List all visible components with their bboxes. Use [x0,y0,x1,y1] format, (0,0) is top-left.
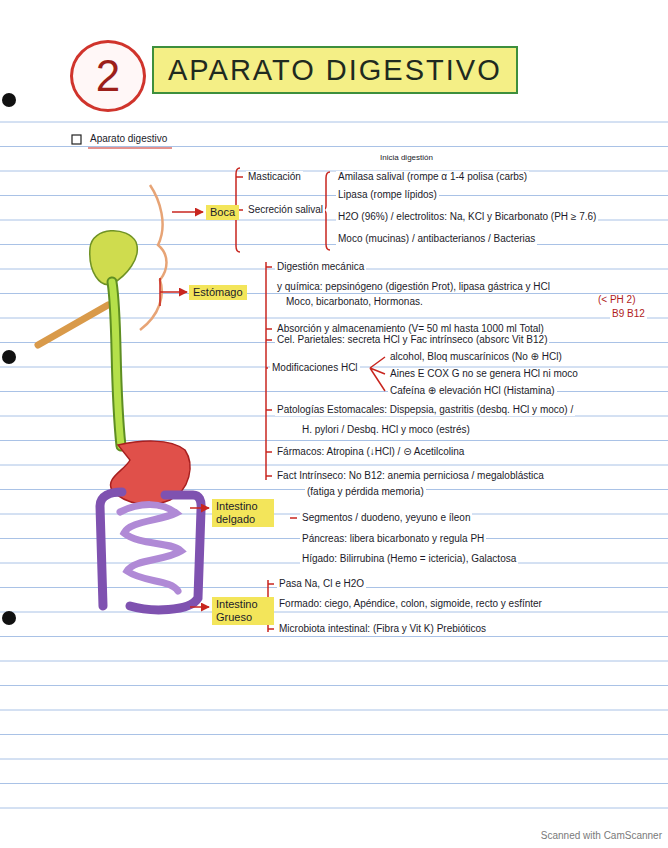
note-text: (< PH 2) [596,294,638,306]
note-text: Hígado: Bilirrubina (Hemo = ictericia), … [300,553,518,565]
organ-highlight: Intestino Grueso [212,597,274,625]
note-text: Masticación [246,171,303,183]
node-text: Boca [210,206,235,219]
node-text: 2 [96,52,120,100]
note-text: Fact Intrínseco: No B12: anemia pernicio… [275,470,546,482]
ruled-line [0,636,668,637]
note-text: (fatiga y pérdida memoria) [305,486,426,498]
note-text: Aparato digestivo [88,133,169,145]
note-text: Microbiota intestinal: (Fibra y Vit K) P… [277,623,488,635]
node-text: Intestino Grueso [216,598,270,624]
note-text: Moco (mucinas) / antibacterianos / Bacte… [336,233,537,245]
ruled-line [0,465,668,466]
ruled-line [0,293,668,294]
note-text: Formado: ciego, Apéndice, colon, sigmoid… [277,598,544,610]
ruled-line [0,612,668,613]
note-text: Amilasa salival (rompe α 1-4 polisa (car… [336,171,529,183]
ruled-line [0,734,668,735]
note-text: Secreción salival [246,204,325,216]
watermark: Scanned with CamScanner [539,830,664,842]
ruled-line [0,195,668,196]
note-text: Digestión mecánica [275,261,366,273]
node-text: Estómago [193,286,243,299]
note-text: Moco, bicarbonato, Hormonas. [284,296,425,308]
note-text: y química: pepsinógeno (digestión Prot),… [275,281,552,293]
note-text: Cel. Parietales: secreta HCl y Fac intrí… [275,334,549,346]
note-text: Fármacos: Atropina (↓HCl) / ⊝ Acetilcoli… [275,446,466,458]
note-text: Modificaciones HCl [270,362,360,374]
ruled-line [0,808,668,809]
ruled-line [0,391,668,392]
ruled-line [0,440,668,441]
ruled-line [0,318,668,319]
note-text: Lipasa (rompe lípidos) [336,189,439,201]
note-text: alcohol, Bloq muscarínicos (No ⊕ HCl) [388,351,564,363]
page-title: APARATO DIGESTIVO [152,46,518,94]
note-text: H2O (96%) / electrolitos: Na, KCl y Bica… [336,211,598,223]
chapter-number-circle: 2 [70,40,146,112]
node-text: Intestino delgado [216,500,270,526]
organ-highlight: Estómago [189,285,247,300]
organ-highlight: Intestino delgado [212,499,274,527]
note-text: Patologías Estomacales: Dispepsia, gastr… [275,404,575,416]
ruled-line [0,783,668,784]
ruled-line [0,171,668,172]
note-text: Inicia digestión [378,153,435,163]
note-text: B9 B12 [610,308,647,320]
ruled-line [0,146,668,147]
ruled-line [0,759,668,760]
note-text: Aines E COX G no se genera HCl ni moco [388,368,580,380]
note-text: H. pylori / Desbq. HCl y moco (estrés) [300,424,472,436]
ruled-line [0,661,668,662]
note-text: Páncreas: libera bicarbonato y regula PH [300,533,486,545]
ruled-line [0,685,668,686]
ruled-line [0,710,668,711]
ruled-line [0,122,668,123]
note-text: Pasa Na, Cl e H2O [277,578,366,590]
organ-highlight: Boca [206,205,239,220]
note-text: Segmentos / duodeno, yeyuno e íleon [300,512,472,524]
note-text: Cafeína ⊕ elevación HCl (Histamina) [388,385,557,397]
